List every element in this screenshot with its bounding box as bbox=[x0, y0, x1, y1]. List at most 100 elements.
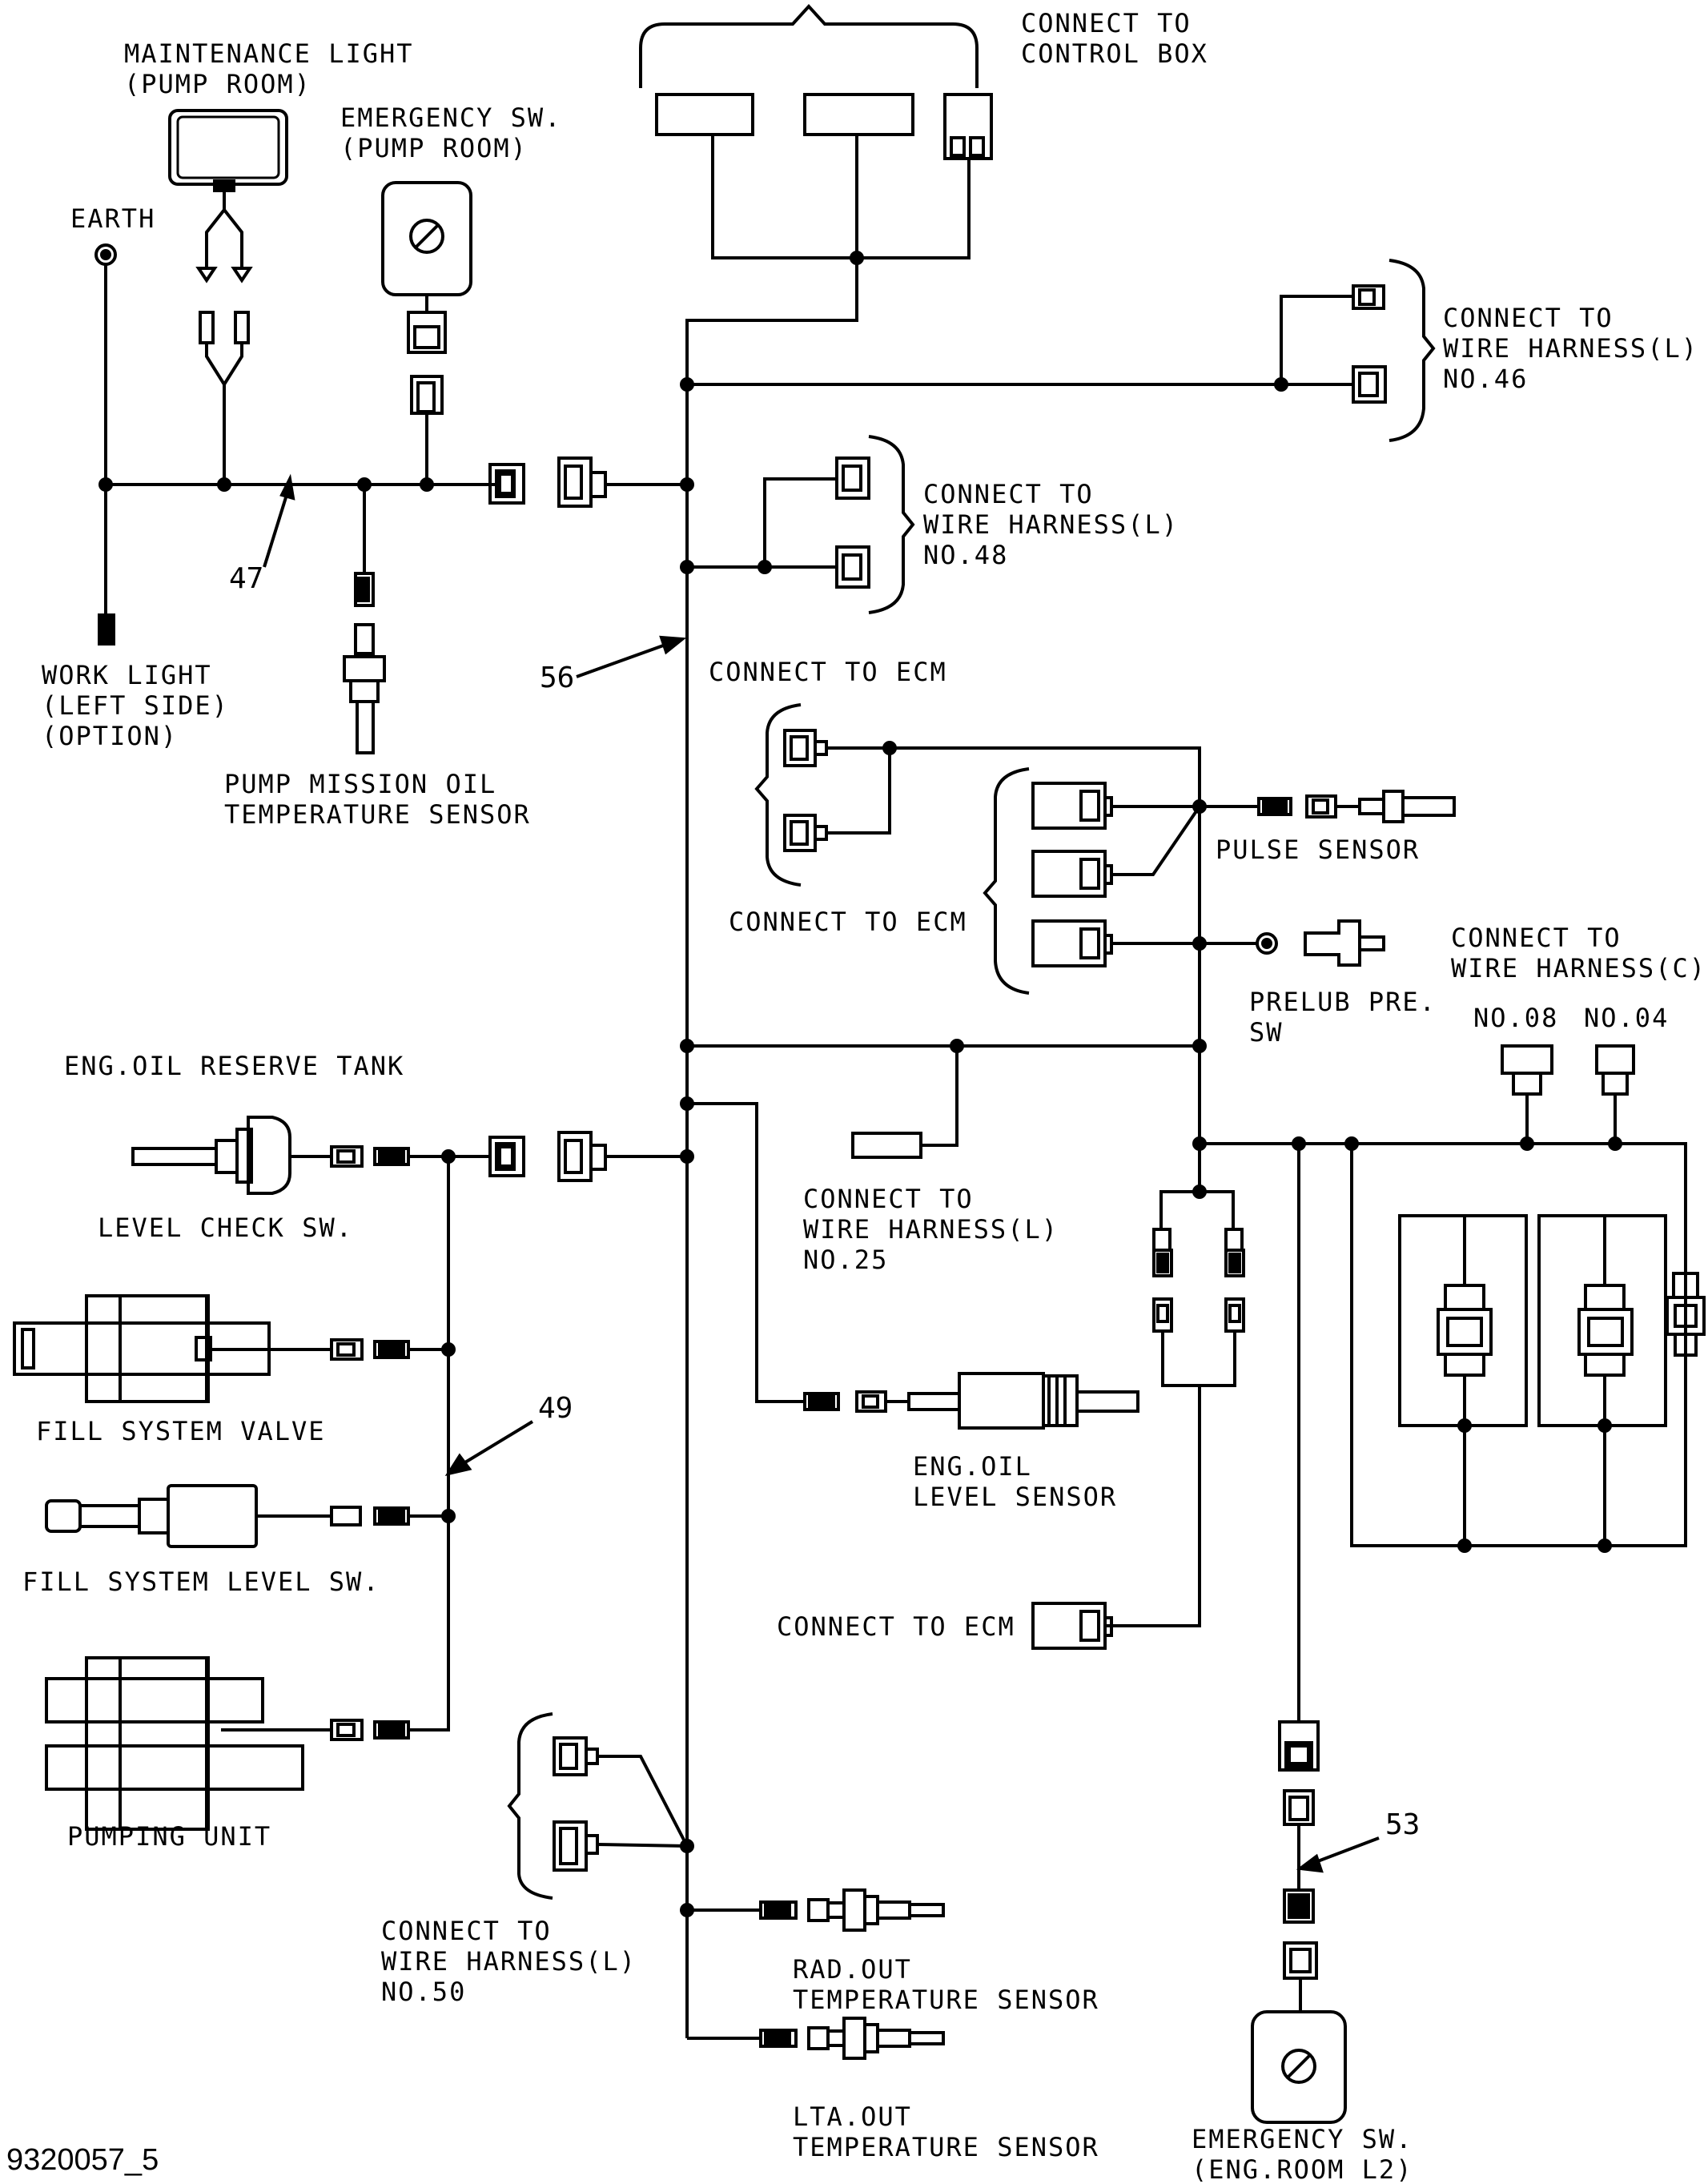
eng-oil-level-sensor-body bbox=[958, 1372, 1045, 1430]
harness-c-no08-connector bbox=[1501, 1044, 1553, 1075]
connector-harness-l48-b bbox=[835, 545, 870, 589]
maintenance-light-label-l2: (PUMP ROOM) bbox=[124, 69, 311, 99]
control-box-connector-2 bbox=[803, 93, 914, 136]
fill-system-valve-label: FILL SYSTEM VALVE bbox=[36, 1416, 326, 1446]
prelub-sw-label: PRELUB PRE.SW bbox=[1249, 987, 1437, 1048]
emergency-sw-eng-label: EMERGENCY SW.(ENG.ROOM L2) bbox=[1192, 2124, 1413, 2184]
connector-harness-l48-a bbox=[835, 457, 870, 500]
harness-l50-label-l1: CONNECT TO bbox=[381, 1916, 552, 1946]
harness-l46-label-l2: WIRE HARNESS(L) bbox=[1443, 333, 1698, 364]
rad-out-sensor-label-l1: RAD.OUT bbox=[793, 1954, 912, 1985]
connect-ecm-1-label: CONNECT TO ECM bbox=[709, 657, 947, 687]
harness-l50-connector-a bbox=[553, 1736, 588, 1776]
harness-c-label-l2: WIRE HARNESS(C) bbox=[1451, 953, 1706, 983]
rad-out-sensor-label-l2: TEMPERATURE SENSOR bbox=[793, 1985, 1099, 2015]
emergency-sw-pump-label-l2: (PUMP ROOM) bbox=[340, 133, 528, 163]
ecm2-connector-c bbox=[1031, 919, 1107, 967]
pulse-sensor-label: PULSE SENSOR bbox=[1216, 835, 1421, 865]
work-light-label-l1: WORK LIGHT bbox=[42, 660, 212, 690]
control-box-bracket bbox=[639, 4, 979, 88]
control-box-label-l2: CONTROL BOX bbox=[1021, 38, 1208, 69]
eng-oil-level-sensor-label-l1: ENG.OIL bbox=[913, 1451, 1032, 1482]
harness-l50-label-l2: WIRE HARNESS(L) bbox=[381, 1946, 637, 1977]
callout-49-arrow bbox=[452, 1420, 534, 1471]
emergency-sw-eng-label-l2: (ENG.ROOM L2) bbox=[1192, 2154, 1413, 2184]
harness-c-no04-label: NO.04 bbox=[1584, 1003, 1670, 1033]
work-light-connector bbox=[98, 613, 115, 646]
harness-47-connector-a bbox=[488, 463, 525, 505]
pulse-sensor-connector bbox=[1257, 797, 1292, 816]
harness-l50-connector-b bbox=[553, 1820, 588, 1872]
harness-c-label-l1: CONNECT TO bbox=[1451, 923, 1622, 953]
harness-l25-label-l1: CONNECT TO bbox=[803, 1184, 974, 1214]
work-light-label-l2: (LEFT SIDE) bbox=[42, 690, 229, 721]
ecm2-connector-a bbox=[1031, 782, 1107, 830]
fill-system-valve-body bbox=[85, 1294, 208, 1403]
emergency-sw-pump-body bbox=[381, 181, 472, 296]
harness-49-connector-b bbox=[557, 1131, 593, 1182]
prelub-sw-label-l1: PRELUB PRE. bbox=[1249, 987, 1437, 1017]
harness-c-no08-label: NO.08 bbox=[1473, 1003, 1559, 1033]
work-light-label-l3: (OPTION) bbox=[42, 721, 179, 751]
harness-l48-label-l1: CONNECT TO bbox=[923, 479, 1094, 509]
emergency-sw-eng-label-l1: EMERGENCY SW. bbox=[1192, 2124, 1413, 2154]
eng-oil-level-sensor-label-l2: LEVEL SENSOR bbox=[913, 1482, 1118, 1512]
pump-mission-sensor-label-l1: PUMP MISSION OIL bbox=[224, 769, 497, 799]
pumping-unit-body bbox=[85, 1656, 208, 1831]
callout-53: 53 bbox=[1385, 1808, 1421, 1841]
level-check-sw-body bbox=[247, 1116, 291, 1195]
prelub-sw-label-l2: SW bbox=[1249, 1017, 1284, 1048]
connect-ecm-2-label: CONNECT TO ECM bbox=[729, 907, 967, 937]
figure-id: 9320057_5 bbox=[6, 2143, 159, 2177]
harness-l46-label-l3: NO.46 bbox=[1443, 364, 1529, 394]
earth-label: EARTH bbox=[70, 203, 156, 234]
callout-56: 56 bbox=[540, 662, 575, 694]
eng-oil-reserve-tank-label: ENG.OIL RESERVE TANK bbox=[64, 1051, 405, 1081]
connector-harness-l46-b bbox=[1352, 365, 1387, 404]
callout-47-arrow bbox=[263, 484, 291, 568]
work-light-label: WORK LIGHT(LEFT SIDE)(OPTION) bbox=[42, 660, 229, 751]
ecm1-connector-a bbox=[783, 729, 817, 767]
harness-47-connector-b bbox=[557, 457, 593, 508]
level-check-sw-label: LEVEL CHECK SW. bbox=[98, 1213, 353, 1243]
maintenance-light-body bbox=[168, 109, 288, 186]
emergency-sw-pump-label: EMERGENCY SW.(PUMP ROOM) bbox=[340, 103, 561, 163]
callout-47: 47 bbox=[229, 562, 264, 595]
emergency-sw-eng-body bbox=[1251, 2010, 1347, 2124]
ecm3-connector bbox=[1031, 1602, 1107, 1650]
connect-ecm-3-label: CONNECT TO ECM bbox=[777, 1611, 1015, 1642]
control-box-label-l1: CONNECT TO bbox=[1021, 8, 1192, 38]
harness-l46-label-l1: CONNECT TO bbox=[1443, 303, 1614, 333]
connector-harness-l46-a bbox=[1352, 284, 1385, 310]
callout-49: 49 bbox=[538, 1392, 573, 1425]
emergency-sw-pump-label-l1: EMERGENCY SW. bbox=[340, 103, 562, 133]
bracket-harness-l46 bbox=[1389, 259, 1436, 442]
maintenance-light-label: MAINTENANCE LIGHT(PUMP ROOM) bbox=[124, 38, 414, 99]
harness-l25-connector bbox=[851, 1132, 922, 1159]
harness-l25-label-l2: WIRE HARNESS(L) bbox=[803, 1214, 1059, 1245]
fill-system-level-sw-label: FILL SYSTEM LEVEL SW. bbox=[22, 1567, 380, 1597]
fill-system-level-sw-body bbox=[167, 1484, 258, 1548]
bracket-ecm-2 bbox=[983, 767, 1030, 995]
ecm1-connector-b bbox=[783, 814, 817, 852]
callout-56-arrow bbox=[576, 639, 677, 678]
harness-l50-label-l3: NO.50 bbox=[381, 1977, 467, 2007]
harness-l25-label-l3: NO.25 bbox=[803, 1245, 889, 1275]
pump-mission-sensor-label-l2: TEMPERATURE SENSOR bbox=[224, 799, 531, 830]
harness-l48-label-l2: WIRE HARNESS(L) bbox=[923, 509, 1179, 540]
lta-out-sensor-label-l2: TEMPERATURE SENSOR bbox=[793, 2132, 1099, 2162]
ecm2-connector-b bbox=[1031, 850, 1107, 898]
maintenance-light-label-l1: MAINTENANCE LIGHT bbox=[124, 38, 414, 69]
bracket-ecm-1 bbox=[754, 703, 802, 887]
